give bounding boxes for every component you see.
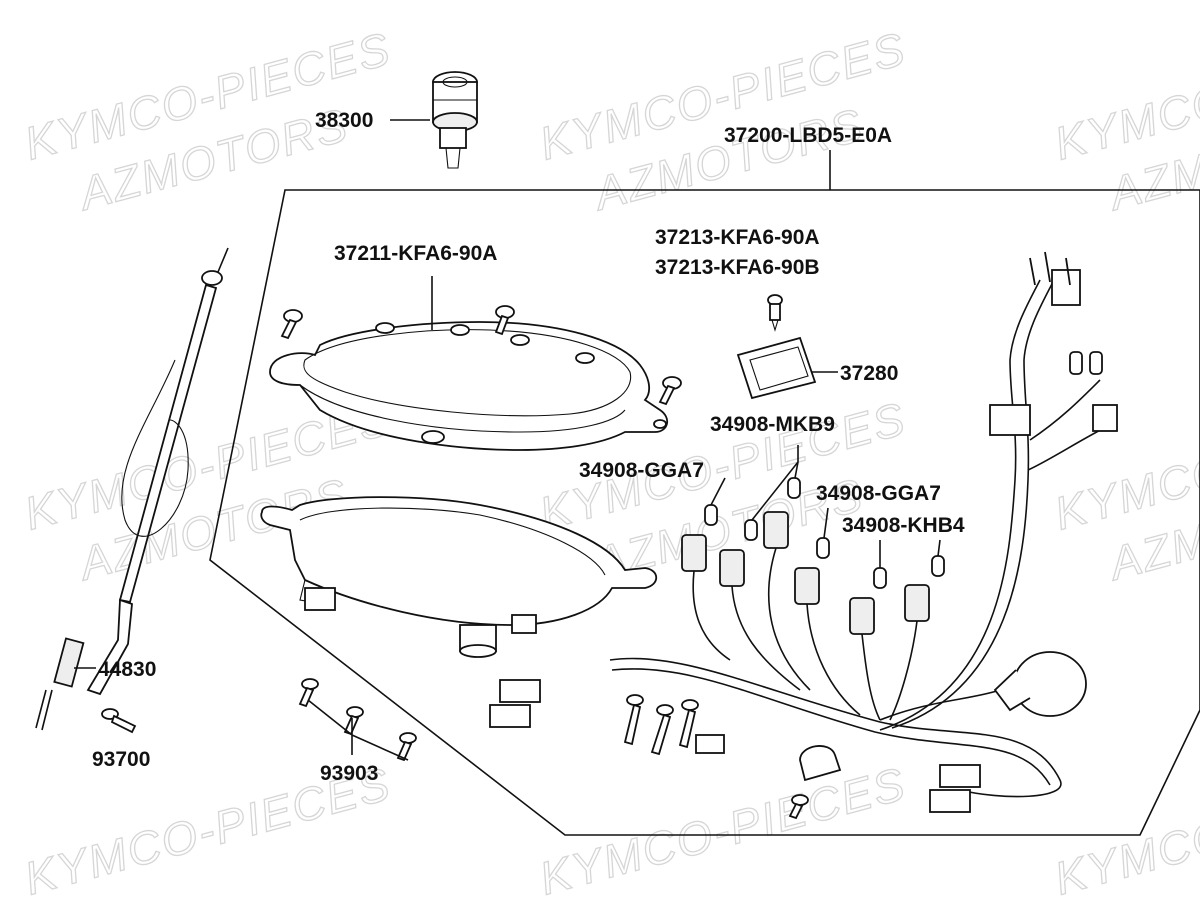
screw-93903: [298, 678, 417, 762]
watermark-text: KYMCO-PIECES: [1049, 392, 1200, 540]
speedometer-cable: [35, 247, 229, 731]
part-label-38300: 38300: [315, 109, 373, 132]
bulb-gga7-left: [704, 504, 718, 526]
cover-screw: [658, 376, 682, 406]
watermark-text: KYMCO-PIECES: [534, 757, 911, 900]
watermark-text: KYMCO-PIECES: [1049, 757, 1200, 900]
ignition-switch: [432, 71, 478, 169]
bulb-mkb9-a: [744, 519, 758, 541]
part-label-bulb-gga7-left: 34908-GGA7: [579, 459, 704, 482]
part-label-93903: 93903: [320, 762, 378, 785]
cover-screw: [280, 309, 303, 340]
harness-connector: [489, 251, 1118, 813]
buzzer: [993, 651, 1087, 717]
part-label-bulb-mkb9: 34908-MKB9: [710, 413, 835, 436]
plate-37280: [736, 336, 817, 400]
leader-line: [751, 445, 799, 521]
cover-screw: [494, 305, 515, 336]
meter-cover: [269, 321, 669, 451]
part-label-assembly: 37200-LBD5-E0A: [724, 124, 892, 147]
leader-line: [823, 507, 829, 539]
part-label-bulb-khb4: 34908-KHB4: [842, 514, 965, 537]
bulb-mkb9-b: [787, 477, 801, 499]
harness-screw: [623, 694, 809, 820]
assembly-outline: [209, 189, 1200, 836]
part-label-93700: 93700: [92, 748, 150, 771]
leader-line: [710, 477, 726, 506]
harness-clamp: [799, 745, 842, 782]
meter-case: [260, 496, 658, 658]
bulb-khb4-b: [931, 555, 945, 577]
part-label-screw-b: 37213-KFA6-90B: [655, 256, 820, 279]
bulb-khb4-a: [873, 567, 887, 589]
watermark-text: KYMCO-PIECES: [1049, 22, 1200, 170]
part-label-screw-a: 37213-KFA6-90A: [655, 226, 820, 249]
part-label-meter-cover: 37211-KFA6-90A: [334, 242, 497, 265]
leader-line: [879, 539, 941, 568]
part-label-cable: 44830: [98, 658, 156, 681]
meter-screw-37213: [767, 294, 783, 332]
bulb-gga7-right: [816, 537, 830, 559]
screw-93700: [101, 708, 137, 734]
wiring-harness: [609, 279, 1111, 798]
part-label-plate: 37280: [840, 362, 898, 385]
part-label-bulb-gga7-right: 34908-GGA7: [816, 482, 941, 505]
leader-line: [307, 699, 409, 761]
